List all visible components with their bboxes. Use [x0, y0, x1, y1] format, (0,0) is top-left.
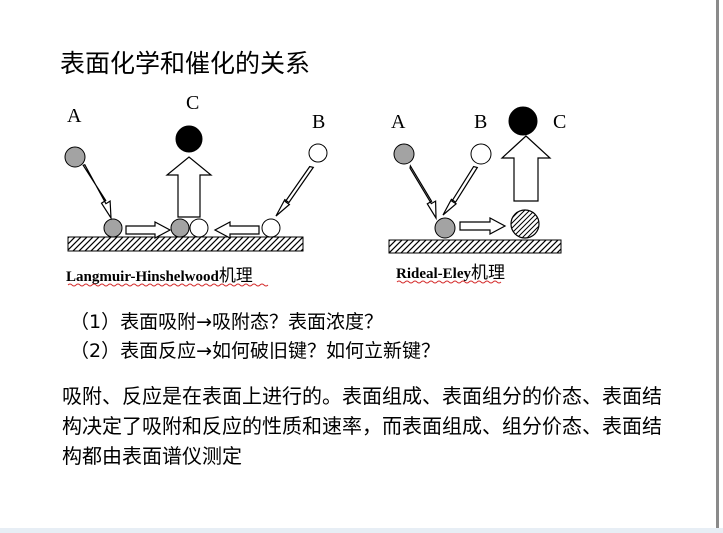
re-label-a: A — [391, 111, 406, 133]
re-desorption-arrow — [500, 135, 552, 202]
lh-molecule-b-adsorbed — [261, 218, 281, 238]
lh-adsorption-arrow-b — [275, 165, 315, 217]
lh-molecule-a-gas — [64, 146, 86, 168]
question-adsorption: （1）表面吸附→吸附态？表面浓度？ — [70, 311, 384, 333]
lh-mechanism-cjk: 机理 — [219, 266, 253, 286]
lh-molecule-a-adsorbed — [103, 218, 123, 238]
lh-mechanism-caption: Langmuir-Hinshelwood机理 — [66, 266, 253, 286]
lh-surface — [67, 236, 304, 252]
re-surface-arrow — [459, 217, 507, 235]
re-molecule-b-gas — [470, 143, 492, 165]
lh-spell-underline — [67, 283, 269, 287]
lh-diffusion-arrow-right — [125, 221, 172, 239]
re-label-c: C — [553, 111, 566, 133]
re-spell-underline — [396, 280, 502, 284]
re-mechanism-cjk: 机理 — [471, 263, 505, 283]
lh-diffusion-arrow-left — [213, 221, 260, 239]
re-mechanism-latin: Rideal-Eley — [396, 266, 471, 282]
summary-paragraph: 吸附、反应是在表面上进行的。表面组成、表面组分的价态、表面结构决定了吸附和反应的… — [62, 384, 662, 468]
lh-label-b: B — [312, 111, 325, 133]
re-molecule-a-adsorbed — [434, 217, 456, 239]
re-diagram: A B C Rideal-Eley机理 — [388, 106, 566, 284]
window-right-edge — [716, 0, 719, 533]
lh-label-a: A — [67, 105, 82, 127]
lh-label-c: C — [186, 92, 199, 114]
lh-diagram: A C B Langmuir-Hinshelwood机理 — [64, 92, 328, 287]
re-molecule-c-gas — [508, 106, 538, 136]
re-label-b: B — [474, 111, 487, 133]
re-surface — [388, 239, 562, 254]
re-product-adsorbed — [510, 209, 540, 239]
lh-molecule-c-gas — [175, 125, 203, 153]
re-incoming-arrow-b — [442, 165, 479, 216]
window-bottom-edge — [0, 528, 723, 533]
question-reaction: （2）表面反应→如何破旧键？如何立新键？ — [70, 340, 441, 362]
lh-molecule-b-gas — [308, 143, 328, 163]
re-mechanism-caption: Rideal-Eley机理 — [396, 263, 505, 283]
lh-mechanism-latin: Langmuir-Hinshelwood — [66, 269, 219, 285]
slide-title: 表面化学和催化的关系 — [60, 49, 311, 78]
lh-desorption-arrow — [165, 156, 213, 218]
lh-adsorption-arrow-a — [82, 163, 112, 221]
re-molecule-a-gas — [393, 143, 415, 165]
lh-molecule-a-center — [170, 218, 190, 238]
lh-molecule-b-center — [189, 218, 209, 238]
re-adsorption-arrow-a — [409, 164, 437, 221]
